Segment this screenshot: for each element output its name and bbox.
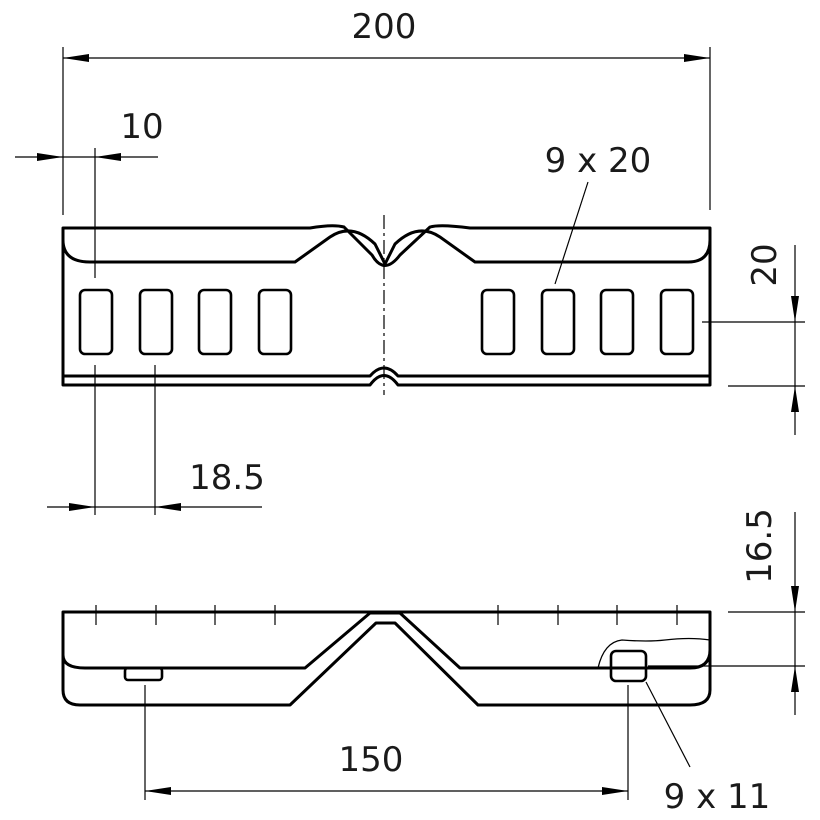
dim-overall-length-label: 200 bbox=[352, 7, 417, 47]
slot-1 bbox=[78, 288, 114, 356]
top-view bbox=[61, 215, 712, 395]
dim-slot-spec-label: 9 x 20 bbox=[545, 141, 652, 181]
dim-side-height: 16.5 bbox=[648, 508, 805, 715]
dim-hole-spec-label: 9 x 11 bbox=[664, 777, 771, 817]
slot-8 bbox=[659, 288, 695, 356]
side-view-hole-left bbox=[123, 666, 164, 682]
slot-5 bbox=[480, 288, 516, 356]
dim-slot-pitch: 18.5 bbox=[47, 365, 265, 515]
dim-slot-height-offset-label: 20 bbox=[745, 243, 785, 286]
top-view-upper-fold bbox=[61, 229, 712, 266]
dim-slot-spec: 9 x 20 bbox=[545, 141, 652, 285]
side-view-break-line bbox=[597, 637, 711, 669]
side-view bbox=[61, 605, 712, 707]
top-view-outline bbox=[61, 224, 712, 387]
slot-6 bbox=[540, 288, 576, 356]
slot-2 bbox=[138, 288, 174, 356]
dim-overall-length: 200 bbox=[62, 7, 711, 215]
slot-7 bbox=[599, 288, 635, 356]
dim-edge-offset-label: 10 bbox=[120, 107, 163, 147]
slot-4 bbox=[257, 288, 293, 356]
dim-hole-pitch: 150 bbox=[144, 685, 629, 800]
dim-slot-pitch-label: 18.5 bbox=[189, 458, 265, 498]
dim-edge-offset: 10 bbox=[15, 107, 164, 278]
dim-hole-spec: 9 x 11 bbox=[645, 681, 771, 817]
slot-3 bbox=[197, 288, 233, 356]
dim-side-height-label: 16.5 bbox=[740, 508, 780, 584]
side-view-outline bbox=[61, 610, 712, 707]
dim-slot-height-offset: 20 bbox=[702, 243, 805, 435]
side-view-hole-right bbox=[609, 649, 648, 683]
dim-hole-pitch-label: 150 bbox=[339, 740, 404, 780]
side-view-ticks bbox=[95, 605, 678, 625]
side-view-inner-profile bbox=[61, 611, 712, 670]
